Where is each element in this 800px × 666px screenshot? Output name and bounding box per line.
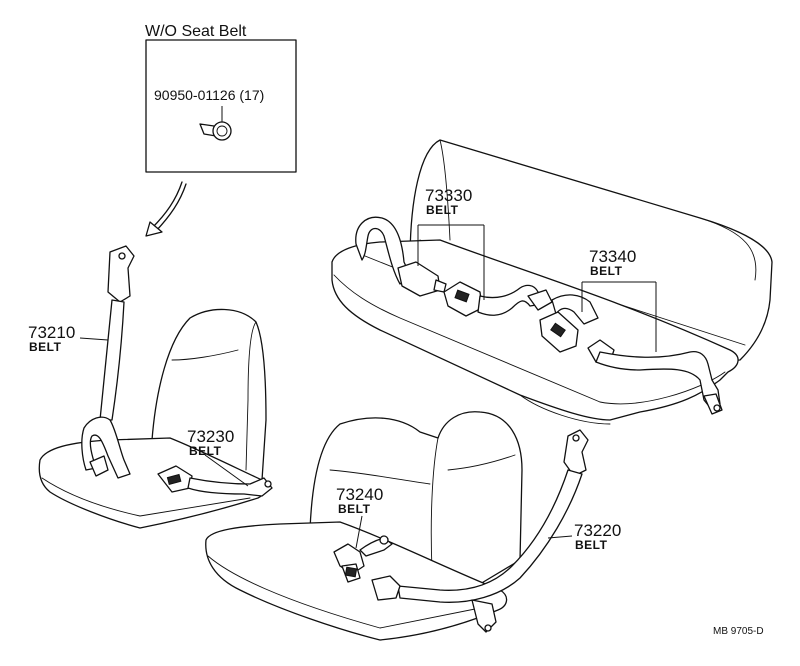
callout-name: BELT [29,340,62,354]
inset-without-seat-belt: W/O Seat Belt 90950-01126 (17) [145,23,297,173]
left-front-seat [38,308,267,529]
leader-73220 [547,535,573,539]
callout-73230: 73230 BELT [187,427,234,458]
right-front-seat [205,411,523,641]
leader-73210 [79,337,109,341]
callout-name: BELT [338,502,371,516]
callout-number: 73340 [589,247,636,266]
rear-belt-73330 [355,216,553,317]
callout-name: BELT [426,203,459,217]
callout-73340: 73340 BELT [589,247,636,278]
leader-73340 [581,281,657,352]
inset-part-number: 90950-01126 (17) [154,87,264,103]
callout-number: 73240 [336,485,383,504]
curved-arrow-icon [145,181,187,237]
callout-number: 73220 [574,521,621,540]
rear-belt-73340 [539,294,723,415]
callout-number: 73230 [187,427,234,446]
callout-name: BELT [590,264,623,278]
leader-73330 [417,224,485,300]
belt-73230 [157,465,273,497]
callout-number: 73210 [28,323,75,342]
belt-73210 [81,245,135,479]
callout-name: BELT [189,444,222,458]
callout-number: 73330 [425,186,472,205]
callout-73210: 73210 BELT [28,323,75,354]
callout-73220: 73220 BELT [574,521,621,552]
callout-73240: 73240 BELT [336,485,383,516]
inset-frame [145,39,297,173]
belt-73220 [371,429,589,633]
belt-73240 [333,535,393,583]
reference-code: MB 9705-D [713,626,764,637]
callout-73330: 73330 BELT [425,186,472,217]
leader-73240 [355,515,363,549]
hole-plug-icon [199,121,232,141]
callout-name: BELT [575,538,608,552]
leader-73230 [204,454,249,487]
inset-title: W/O Seat Belt [145,23,247,40]
